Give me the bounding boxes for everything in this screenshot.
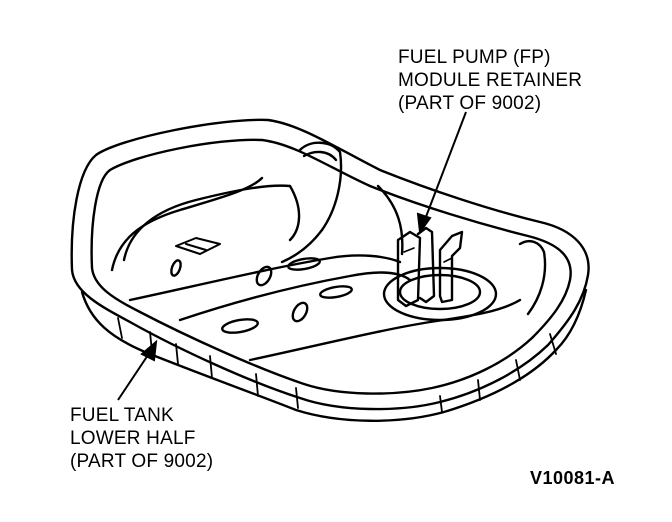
retainer-tab-right [438, 230, 464, 304]
right-baffle [518, 240, 547, 316]
floor-front-edge [128, 254, 402, 302]
retainer-tab-center [416, 226, 436, 304]
left-inner-wall [110, 176, 264, 272]
tank-leader-line [117, 351, 151, 401]
callout-tank-line2: LOWER HALF [70, 428, 196, 449]
callout-pump-line2: MODULE RETAINER [398, 70, 583, 91]
retainer-tab-left [396, 230, 422, 308]
tank-leader-arrowhead [140, 339, 158, 362]
floor-slot [287, 257, 321, 271]
tank-inner-rim [90, 138, 572, 395]
left-recess [122, 184, 301, 262]
callout-tank-line3: (PART OF 9002) [70, 451, 214, 472]
callout-pump-line1: FUEL PUMP (FP) [398, 47, 551, 68]
retainer-slot-left [403, 247, 415, 253]
floor-slot [170, 259, 182, 277]
rear-baffle-cap [302, 150, 338, 162]
floor-slot [221, 318, 259, 334]
floor-slot [255, 265, 273, 287]
pump-leader-arrowhead [416, 212, 432, 235]
floor-slot [319, 285, 353, 299]
callout-tank-line1: FUEL TANK [70, 405, 174, 426]
right-inner-wall [376, 184, 404, 256]
tank-shell-ribs [117, 317, 557, 413]
tank-outer-rim [70, 118, 590, 411]
rear-baffle [280, 141, 343, 264]
callout-pump-line3: (PART OF 9002) [398, 93, 542, 114]
callout-tank-lower-half: FUEL TANK LOWER HALF (PART OF 9002) [70, 404, 213, 473]
floor-center-ridge [178, 271, 412, 322]
callout-pump-retainer: FUEL PUMP (FP) MODULE RETAINER (PART OF … [398, 46, 582, 115]
retainer-slot-right [443, 257, 453, 263]
figure-id: V10081-A [530, 468, 616, 488]
pump-leader-line [423, 111, 467, 223]
floor-bracket [175, 237, 221, 255]
floor-rear-edge [248, 298, 522, 362]
floor-slot [291, 301, 309, 323]
